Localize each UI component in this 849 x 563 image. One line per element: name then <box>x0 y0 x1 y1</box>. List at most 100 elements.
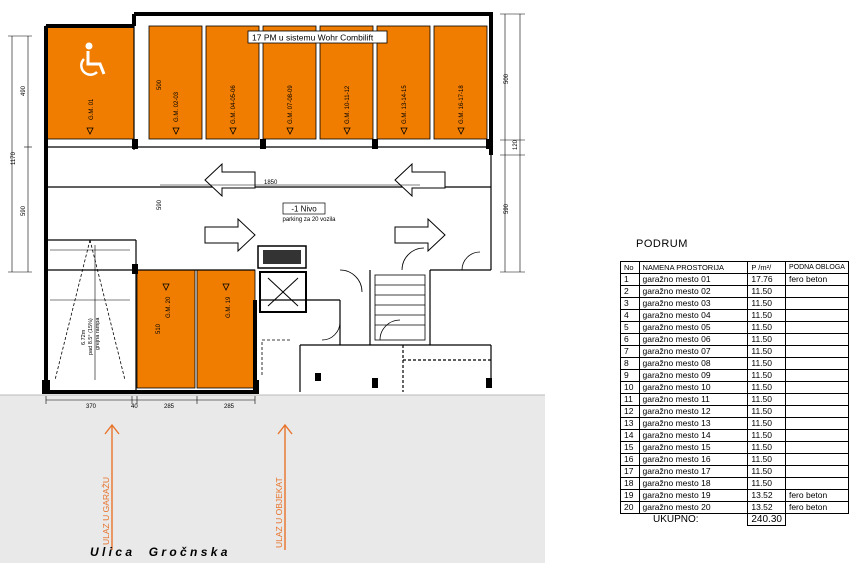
cell-name: garažno mesto 12 <box>638 405 749 418</box>
cell-name: garažno mesto 18 <box>638 477 749 490</box>
dim-bottom-1: 370 <box>86 404 97 410</box>
cell-p: 11.50 <box>747 393 786 406</box>
cell-no: 14 <box>620 429 640 442</box>
cell-p: 13.52 <box>747 501 786 514</box>
cell-no: 1 <box>620 273 640 286</box>
dim-left-top: 490 <box>21 85 27 96</box>
cell-p: 11.50 <box>747 297 786 310</box>
space-label-20: G.M. 20 <box>166 296 172 318</box>
cell-ob <box>784 333 849 346</box>
cell-name: garažno mesto 07 <box>638 345 749 358</box>
building-entry-label: ULAZ U OBJEKAT <box>274 477 284 548</box>
cell-no: 7 <box>620 345 640 358</box>
cell-name: garažno mesto 06 <box>638 333 749 346</box>
cell-p: 11.50 <box>747 369 786 382</box>
space-label-19: G.M. 19 <box>226 296 232 318</box>
cell-name: garažno mesto 04 <box>638 309 749 322</box>
cell-no: 17 <box>620 465 640 478</box>
cell-no: 3 <box>620 297 640 310</box>
dim-low-vert: 510 <box>156 323 162 334</box>
cell-name: garažno mesto 09 <box>638 369 749 382</box>
room-schedule-table: No NAMENA PROSTORIJA P /m²/ PODNA OBLOGA… <box>620 261 849 526</box>
cell-name: garažno mesto 10 <box>638 381 749 394</box>
cell-p: 11.50 <box>747 465 786 478</box>
cell-p: 11.50 <box>747 477 786 490</box>
space-label-04-06: G.M. 04-05-06 <box>231 85 237 124</box>
header-area: P /m²/ <box>747 261 786 274</box>
cell-name: garažno mesto 19 <box>638 489 749 502</box>
total-label: UKUPNO: <box>653 514 699 526</box>
stairs <box>374 274 426 341</box>
cell-ob <box>784 345 849 358</box>
cell-ob <box>784 453 849 466</box>
entry-arrows <box>104 423 293 550</box>
space-20 <box>136 269 196 389</box>
space-16-18 <box>433 25 488 140</box>
dim-mid-vert: 590 <box>157 199 163 210</box>
cell-no: 19 <box>620 489 640 502</box>
table-header-row: No NAMENA PROSTORIJA P /m²/ PODNA OBLOGA <box>620 261 849 274</box>
space-07-09 <box>262 25 317 140</box>
table-title: PODRUM <box>636 238 688 250</box>
cell-p: 11.50 <box>747 429 786 442</box>
header-no: No <box>620 261 640 274</box>
cell-no: 8 <box>620 357 640 370</box>
level-label: -1 Nivo <box>291 205 317 214</box>
dim-right-mid: 120 <box>513 139 519 150</box>
cell-p: 11.50 <box>747 285 786 298</box>
cell-ob <box>784 369 849 382</box>
space-label-10-12: G.M. 10-11-12 <box>345 85 351 124</box>
columns <box>42 139 492 394</box>
cell-ob <box>784 417 849 430</box>
street-area <box>0 395 545 563</box>
cell-ob <box>784 405 849 418</box>
space-label-01: G.M. 01 <box>89 98 95 120</box>
floor-plan: G.M. 01 G.M. 02-03 G.M. 04-05-06 G.M. 07… <box>0 12 545 563</box>
cell-ob <box>784 465 849 478</box>
cell-no: 18 <box>620 477 640 490</box>
cell-name: garažno mesto 05 <box>638 321 749 334</box>
cell-ob <box>784 321 849 334</box>
traffic-arrows <box>204 162 446 253</box>
dim-mid-span: 1850 <box>264 180 278 186</box>
dim-bottom-3: 285 <box>224 404 235 410</box>
cell-no: 20 <box>620 501 640 514</box>
cell-ob <box>784 285 849 298</box>
cell-ob: fero beton <box>784 273 849 286</box>
space-13-15 <box>376 25 431 140</box>
ramp-slope: pad 8.5° (15%) <box>88 318 94 355</box>
cell-name: garažno mesto 02 <box>638 285 749 298</box>
ramp-heating: grejna rampa <box>95 317 101 350</box>
cell-p: 11.50 <box>747 453 786 466</box>
cell-no: 2 <box>620 285 640 298</box>
cell-no: 4 <box>620 309 640 322</box>
dim-right-top: 500 <box>504 73 510 84</box>
cell-name: garažno mesto 01 <box>638 273 749 286</box>
cell-no: 6 <box>620 333 640 346</box>
cell-p: 11.50 <box>747 333 786 346</box>
garage-entry-label: ULAZ U GARAŽU <box>101 477 111 545</box>
cell-ob: fero beton <box>784 501 849 514</box>
space-label-13-15: G.M. 13-14-15 <box>402 85 408 124</box>
cell-no: 12 <box>620 405 640 418</box>
cell-name: garažno mesto 14 <box>638 429 749 442</box>
cell-p: 11.50 <box>747 309 786 322</box>
cell-no: 16 <box>620 453 640 466</box>
space-10-12 <box>319 25 374 140</box>
cell-name: garažno mesto 03 <box>638 297 749 310</box>
level-sublabel: parking za 20 vozila <box>282 217 336 223</box>
cell-no: 10 <box>620 381 640 394</box>
